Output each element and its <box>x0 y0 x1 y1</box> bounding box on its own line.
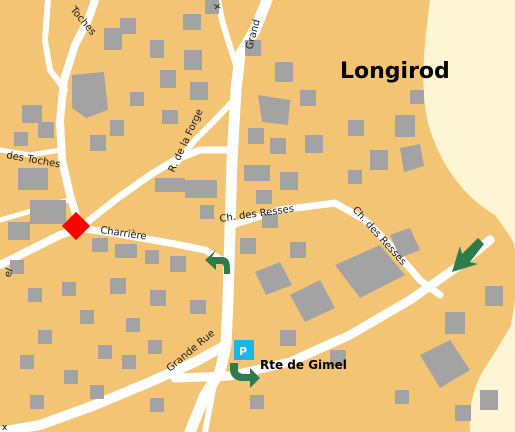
green-diagonal-arrow-icon <box>452 238 484 272</box>
forest-area-lower <box>500 250 515 432</box>
road-south-branch <box>202 377 218 432</box>
forest-area <box>423 0 515 432</box>
street-label-rte-de-gimel: Rte de Gimel <box>260 358 347 372</box>
road-forge <box>76 146 236 232</box>
road-label-x: x <box>211 3 223 11</box>
green-turn-arrow-icon <box>230 363 260 388</box>
parking-sign <box>234 340 254 360</box>
town-label: Longirod <box>340 59 450 84</box>
parking-letter: P <box>239 345 247 358</box>
road-label-el: el <box>2 267 15 279</box>
road-west-upper <box>0 147 63 158</box>
buildings <box>8 0 503 421</box>
road-ch-des-resses <box>228 199 444 299</box>
road-toches-branch <box>42 0 68 93</box>
green-turn-arrow-icon <box>205 250 230 274</box>
road-des-toches-north <box>56 0 99 232</box>
road-forge-branch <box>172 97 237 168</box>
parking-icon[interactable]: P <box>234 340 254 360</box>
road-grande-rue-south <box>0 340 231 432</box>
corner-mark: x <box>2 423 8 432</box>
road-north-x <box>215 0 239 68</box>
